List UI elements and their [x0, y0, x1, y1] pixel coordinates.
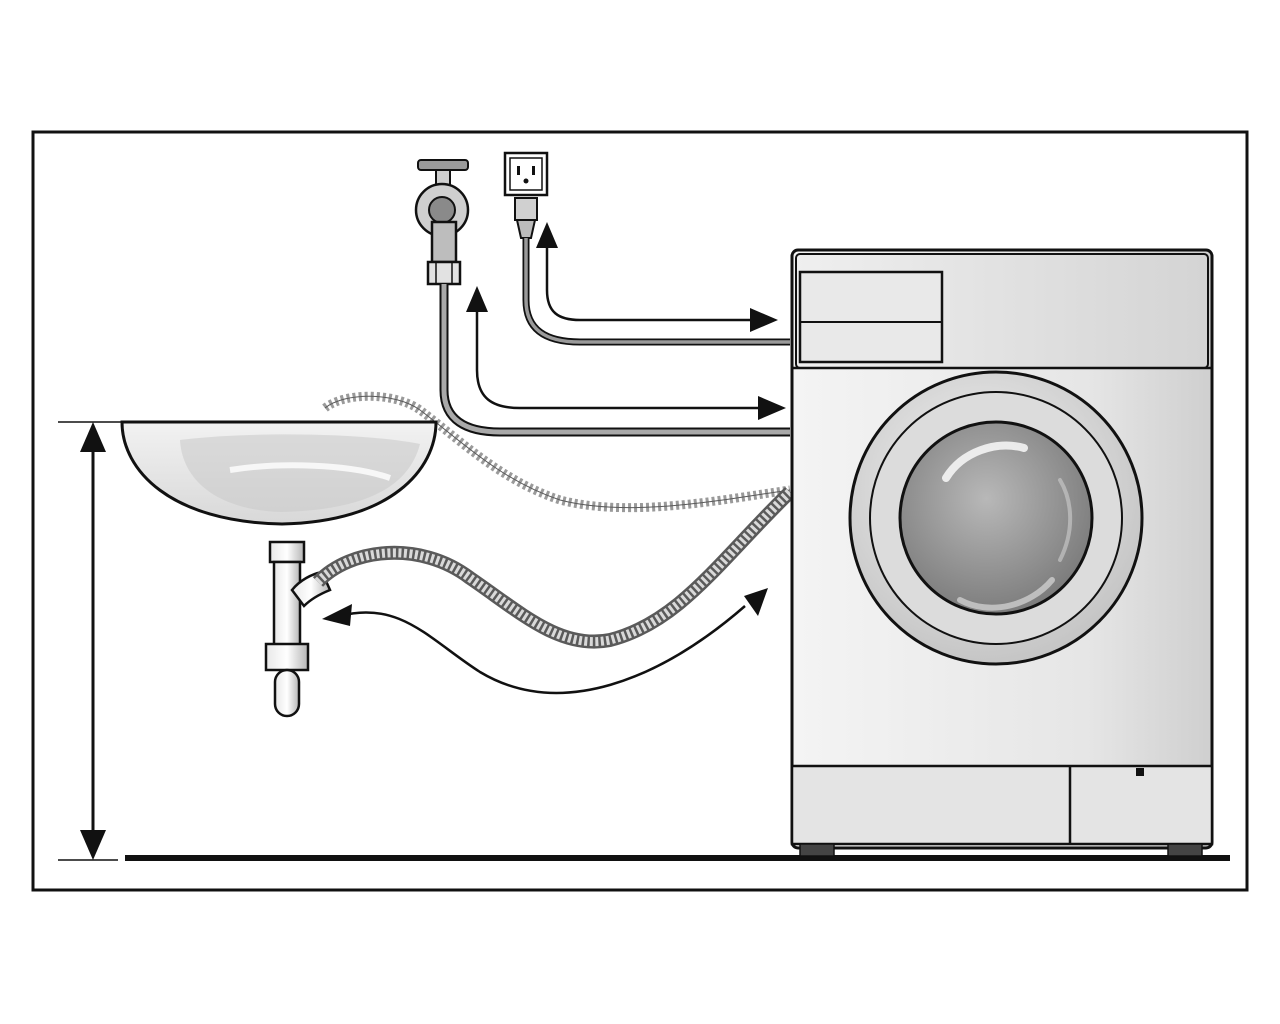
drum-window: [898, 420, 1094, 616]
detergent-drawer: [798, 270, 944, 364]
water-tap: [414, 159, 470, 286]
arrowhead-right-icon: [758, 396, 786, 420]
arrowhead-left-icon: [322, 604, 352, 626]
arrowhead-right-icon: [750, 308, 778, 332]
filter-panel-latch: [1136, 768, 1144, 776]
drain-pipe: [264, 540, 332, 718]
drain-hose: [312, 486, 795, 649]
power-socket: [503, 151, 549, 197]
washing-machine: [790, 248, 1214, 857]
power-arrow: [536, 222, 778, 332]
arrowhead-down-icon: [80, 830, 106, 860]
power-plug: [514, 197, 538, 239]
machine-foot: [799, 843, 835, 857]
arrowhead-up-icon: [80, 422, 106, 452]
inlet-hose: [439, 284, 790, 437]
machine-foot: [1167, 843, 1203, 857]
machine-door: [848, 370, 1144, 666]
inlet-arrow: [466, 286, 786, 420]
height-arrow: [58, 421, 128, 861]
washbasin: [120, 420, 438, 526]
diagram-frame: [31, 130, 1249, 892]
arrowhead-up-icon: [536, 222, 558, 248]
arrowhead-up-icon: [466, 286, 488, 312]
arrowhead-right-icon: [744, 588, 768, 616]
drain-arrow: [322, 588, 768, 695]
